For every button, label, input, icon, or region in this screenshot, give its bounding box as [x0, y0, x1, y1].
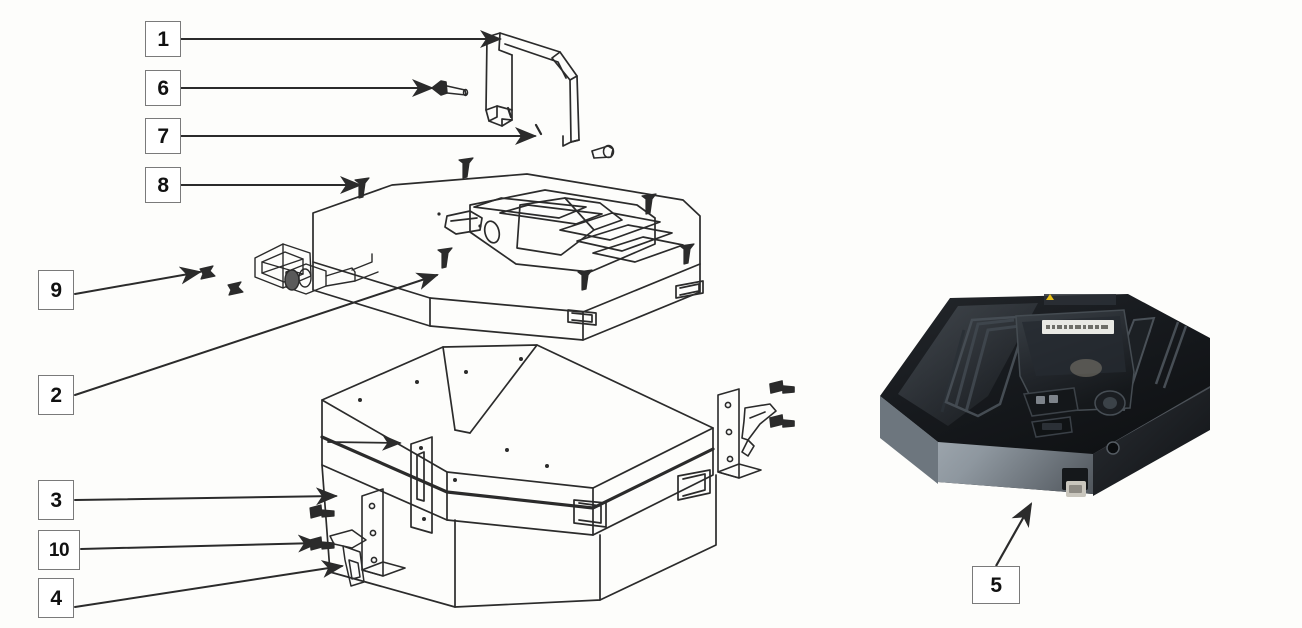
callout-number: 6	[157, 76, 169, 100]
photo-ribs	[940, 318, 1021, 413]
photo-terminal	[1062, 468, 1088, 497]
bracket-bolt	[309, 536, 335, 551]
leader-lines	[74, 30, 537, 608]
callout-3[interactable]: 3	[38, 480, 74, 520]
push-pin-rivets	[199, 265, 244, 296]
push-pin-rivet	[227, 281, 244, 296]
callout-number: 2	[50, 383, 62, 407]
callout-4[interactable]: 4	[38, 578, 74, 618]
handle-bolt-left	[431, 80, 469, 97]
callout-number: 1	[157, 27, 169, 51]
callout-number: 8	[157, 173, 169, 197]
callout-10[interactable]: 10	[38, 530, 80, 570]
leader-9	[74, 266, 202, 295]
right-bracket-bolt	[769, 380, 795, 394]
callout-number: 10	[48, 539, 70, 561]
mounting-bracket	[361, 488, 406, 577]
leader-2	[74, 272, 439, 396]
cover-screw	[641, 193, 657, 215]
cover-screw	[354, 177, 370, 199]
callout-number: 3	[50, 488, 62, 512]
bracket-bolt	[309, 504, 335, 519]
callout-9[interactable]: 9	[38, 270, 74, 310]
photo-ecu-module	[1015, 309, 1135, 438]
warning-label	[1044, 294, 1116, 305]
leader-10	[80, 534, 320, 553]
callout-number: 7	[157, 124, 169, 148]
carrying-handle	[485, 32, 580, 147]
latch-clamp	[329, 529, 367, 587]
handle-bolt-right	[591, 144, 615, 159]
callout-7[interactable]: 7	[145, 118, 181, 154]
callout-1[interactable]: 1	[145, 21, 181, 57]
cover-screws	[354, 157, 695, 291]
right-bracket-assembly	[717, 380, 795, 479]
callout-8[interactable]: 8	[145, 167, 181, 203]
callout-number: 4	[50, 586, 62, 610]
leader-3	[74, 487, 338, 506]
battery-cover-photo	[880, 294, 1210, 497]
callout-number: 9	[50, 278, 62, 302]
top-cover	[312, 173, 704, 341]
photo-vent-hole	[1106, 441, 1120, 455]
callout-5[interactable]: 5	[972, 566, 1020, 604]
leader-5	[995, 502, 1033, 567]
callout-2[interactable]: 2	[38, 375, 74, 415]
cover-screw	[679, 243, 695, 265]
right-bracket-bolt	[769, 414, 795, 428]
cover-screw	[437, 247, 453, 269]
cover-screw	[577, 269, 593, 291]
callout-6[interactable]: 6	[145, 70, 181, 106]
push-pin-rivet	[199, 265, 216, 280]
bracket-bolts	[309, 504, 335, 551]
electrical-connector	[254, 243, 379, 295]
leader-4	[74, 560, 344, 608]
callout-number: 5	[990, 573, 1002, 597]
battery-box	[320, 344, 717, 608]
cover-screw	[458, 157, 474, 179]
